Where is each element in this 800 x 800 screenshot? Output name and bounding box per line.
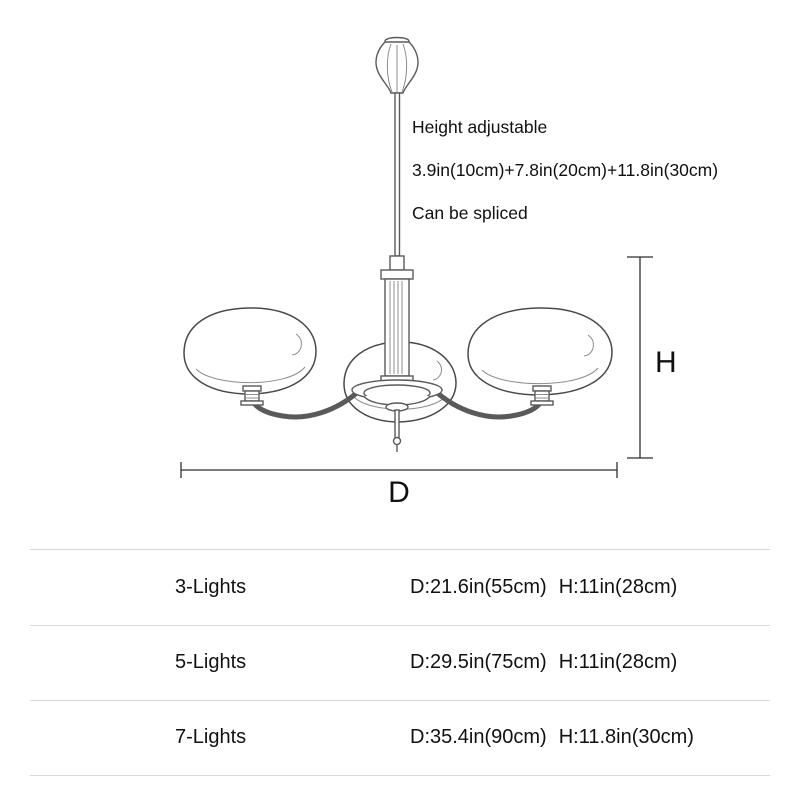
- spec-values: D:29.5in(75cm) H:11in(28cm): [410, 651, 677, 674]
- lights-count-label: 5-Lights: [175, 651, 247, 674]
- spec-row-3-lights: 3-Lights D:21.6in(55cm) H:11in(28cm): [30, 549, 770, 625]
- spec-values: D:35.4in(90cm) H:11.8in(30cm): [410, 726, 694, 749]
- height-dimension-label: H: [655, 346, 677, 379]
- note-line-3: Can be spliced: [412, 203, 528, 223]
- right-shade-holder: [530, 385, 554, 406]
- height-value: H:11.8in(30cm): [558, 726, 694, 749]
- height-adjustable-note: Height adjustable 3.9in(10cm)+7.8in(20cm…: [412, 106, 782, 235]
- diameter-value: D:29.5in(75cm): [410, 651, 547, 674]
- left-shade-holder: [240, 385, 264, 406]
- diameter-dimension: D: [180, 462, 618, 509]
- diameter-dimension-label: D: [388, 476, 410, 509]
- left-arm: [249, 387, 363, 420]
- note-line-2: 3.9in(10cm)+7.8in(20cm)+11.8in(30cm): [412, 160, 719, 180]
- chandelier-line-drawing: H D: [180, 36, 677, 509]
- ceiling-canopy: [375, 36, 419, 94]
- left-glass-shade: [183, 307, 317, 395]
- spec-row-7-lights: 7-Lights D:35.4in(90cm) H:11.8in(30cm): [30, 700, 770, 776]
- note-line-1: Height adjustable: [412, 117, 548, 137]
- spec-table: 3-Lights D:21.6in(55cm) H:11in(28cm) 5-L…: [30, 549, 770, 776]
- spec-row-5-lights: 5-Lights D:29.5in(75cm) H:11in(28cm): [30, 624, 770, 701]
- diameter-value: D:21.6in(55cm): [410, 575, 547, 598]
- diameter-value: D:35.4in(90cm): [410, 726, 547, 749]
- height-value: H:11in(28cm): [558, 575, 678, 598]
- lights-count-label: 7-Lights: [175, 726, 247, 749]
- right-glass-shade: [467, 307, 613, 396]
- suspension-rod: [389, 92, 405, 271]
- height-value: H:11in(28cm): [558, 651, 678, 674]
- spec-values: D:21.6in(55cm) H:11in(28cm): [410, 576, 677, 599]
- center-column: [380, 269, 414, 386]
- center-hub: [351, 379, 443, 452]
- lights-count-label: 3-Lights: [175, 575, 247, 598]
- height-dimension: H: [627, 256, 677, 459]
